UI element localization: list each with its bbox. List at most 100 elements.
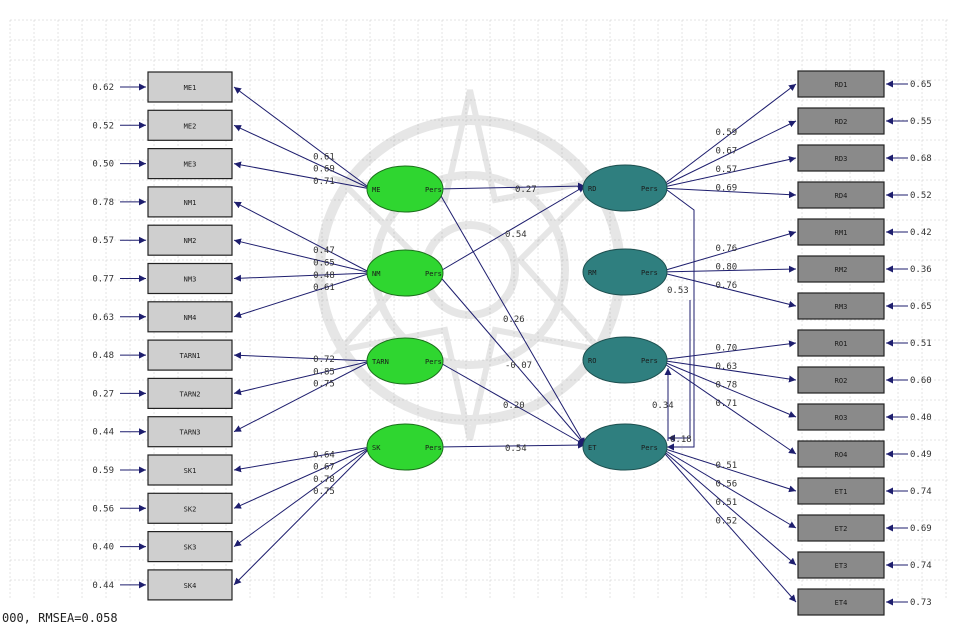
latent-tag: Pers	[641, 185, 658, 193]
path-coefficient-label: 0.34	[652, 401, 674, 411]
indicator-box	[797, 551, 885, 579]
error-variance-label: 0.62	[92, 83, 114, 93]
latent-tag: Pers	[425, 444, 442, 452]
latent-label: NM	[372, 270, 380, 278]
error-variance-label: 0.44	[92, 581, 114, 591]
loading-label: 0.65	[313, 259, 335, 269]
loading-label: 0.56	[716, 480, 738, 490]
error-variance-label: 0.52	[92, 121, 114, 131]
indicator-label: RD4	[835, 192, 848, 200]
latent-ellipse	[366, 165, 444, 213]
indicator-box	[797, 366, 885, 394]
loading-label: 0.67	[716, 147, 738, 157]
latent-tag: Pers	[425, 358, 442, 366]
indicator-box	[797, 144, 885, 172]
indicator-label: ET4	[835, 599, 848, 607]
structural-path	[436, 360, 586, 446]
latent-label: ME	[372, 186, 380, 194]
indicator-box	[147, 377, 233, 409]
indicator-label: NM1	[184, 199, 197, 207]
indicator-box	[147, 569, 233, 601]
error-variance-label: 0.68	[910, 154, 932, 164]
indicator-box	[797, 440, 885, 468]
indicator-box	[797, 514, 885, 542]
loading-label: 0.70	[716, 344, 738, 354]
error-variance-label: 0.55	[910, 117, 932, 127]
loading-label: 0.48	[313, 271, 335, 281]
indicator-box	[147, 530, 233, 563]
structural-path	[668, 300, 691, 442]
indicator-label: RO1	[835, 340, 848, 348]
loading-label: 0.71	[716, 399, 738, 409]
loading-arrow	[658, 230, 797, 273]
indicator-box	[147, 148, 233, 180]
indicator-box	[147, 454, 233, 486]
path-coefficient-label: 0.27	[515, 185, 537, 195]
indicator-box	[147, 186, 233, 218]
latent-ellipse	[582, 423, 668, 471]
error-variance-label: 0.74	[910, 487, 932, 497]
latent-label: ET	[588, 444, 597, 452]
path-coefficient-label: 0.53	[667, 286, 689, 296]
loading-arrow	[233, 124, 372, 190]
loading-arrow	[233, 360, 372, 396]
loading-arrow	[233, 351, 372, 362]
loading-label: 0.51	[716, 498, 738, 508]
loading-label: 0.71	[313, 177, 335, 187]
loading-label: 0.67	[313, 463, 335, 473]
loading-arrow	[658, 446, 797, 493]
loading-label: 0.75	[313, 487, 335, 497]
error-variance-label: 0.59	[92, 466, 114, 476]
loading-label: 0.78	[716, 381, 738, 391]
indicator-label: ET2	[835, 525, 848, 533]
latent-label: RM	[588, 269, 596, 277]
loading-arrow	[658, 359, 797, 455]
indicator-box	[147, 492, 233, 524]
error-variance-label: 0.63	[92, 313, 114, 323]
loading-arrow	[658, 83, 797, 189]
loading-arrow	[233, 201, 372, 274]
latent-ellipse	[366, 423, 444, 471]
error-variance-label: 0.52	[910, 191, 932, 201]
indicator-label: RD2	[835, 118, 848, 126]
path-coefficient-label: -0.07	[505, 361, 532, 371]
loading-arrow	[658, 156, 797, 189]
loading-arrow	[233, 272, 372, 282]
indicator-box	[797, 255, 885, 283]
watermark-emblem	[315, 89, 625, 441]
loading-label: 0.64	[313, 450, 335, 460]
loading-arrow	[658, 359, 797, 383]
latent-tag: Pers	[425, 186, 442, 194]
indicator-box	[797, 403, 885, 431]
latent-tag: Pers	[425, 270, 442, 278]
path-coefficient-label: 0.26	[503, 315, 525, 325]
loading-label: 0.52	[716, 517, 738, 527]
path-coefficient-label: 0.20	[503, 401, 525, 411]
latent-ellipse	[582, 336, 668, 384]
error-variance-label: 0.57	[92, 236, 114, 246]
loading-arrow	[658, 187, 797, 199]
loading-arrow	[233, 272, 372, 319]
error-variance-label: 0.60	[910, 376, 932, 386]
indicator-box	[797, 181, 885, 209]
indicator-label: RD1	[835, 81, 848, 89]
error-variance-label: 0.74	[910, 561, 932, 571]
indicator-label: RO3	[835, 414, 848, 422]
loading-label: 0.72	[313, 355, 335, 365]
loading-arrow	[233, 360, 372, 433]
structural-path	[436, 185, 586, 274]
structural-path	[436, 441, 586, 449]
path-coefficient-label: 0.54	[505, 444, 527, 454]
indicator-label: RD3	[835, 155, 848, 163]
indicator-label: ET1	[835, 488, 848, 496]
error-variance-label: 0.65	[910, 80, 932, 90]
error-variance-label: 0.65	[910, 302, 932, 312]
loading-label: 0.51	[716, 461, 738, 471]
indicator-box	[797, 329, 885, 357]
indicator-label: RO4	[835, 451, 848, 459]
loading-arrow	[658, 340, 797, 361]
structural-path	[436, 188, 586, 446]
loading-label: 0.57	[716, 165, 738, 175]
indicator-box	[797, 107, 885, 135]
